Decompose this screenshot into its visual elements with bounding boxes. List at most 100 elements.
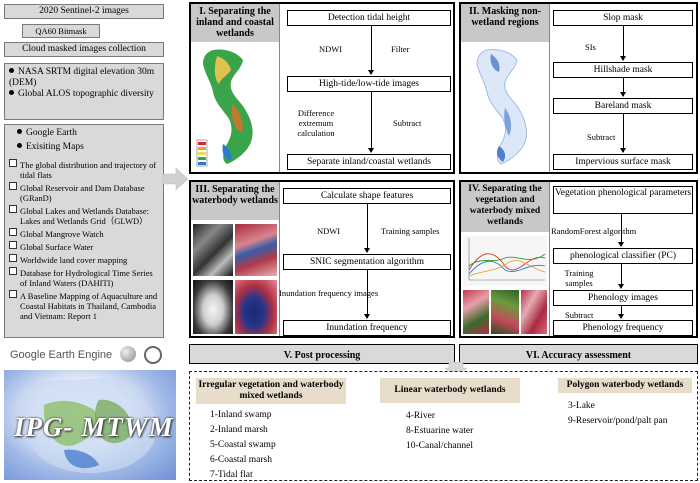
reference-item: The global distribution and trajectory o… bbox=[9, 159, 159, 180]
col2-title: Linear waterbody wetlands bbox=[380, 378, 520, 403]
p3-thumb-red-1 bbox=[235, 224, 277, 276]
reference-data-box: Google Earth Exisiting Maps The global d… bbox=[4, 124, 164, 338]
post-processing-label: V. Post processing bbox=[283, 350, 361, 361]
panel-separating-waterbody: III. Separating the waterbody wetlands C… bbox=[189, 180, 455, 338]
vietnam-dem-map bbox=[196, 49, 253, 167]
p3-step-snic: SNIC segmentation algorithm bbox=[283, 254, 451, 270]
gee-globe-icon bbox=[120, 346, 136, 362]
wetland-class-item: 4-River bbox=[406, 411, 436, 421]
p2-step2-label: Hillshade mask bbox=[593, 65, 653, 75]
p3-arrow-2 bbox=[364, 270, 370, 319]
dem-item-2: Global ALOS topographic diversity bbox=[9, 89, 159, 100]
reference-label: The global distribution and trajectory o… bbox=[20, 160, 157, 180]
p4-train-label: Training samples bbox=[564, 268, 594, 288]
p3-ndwi-label: NDWI bbox=[317, 226, 341, 236]
checkbox-icon bbox=[9, 228, 17, 236]
panel4-title: IV. Separating the vegetation and waterb… bbox=[461, 182, 549, 232]
reference-item: Worldwide land cover mapping bbox=[9, 254, 159, 265]
col1-title: Irregular vegetation and waterbody mixed… bbox=[196, 378, 346, 404]
checkbox-icon bbox=[9, 182, 17, 190]
ipg-mtwm-logo: IPG- MTWM bbox=[4, 370, 176, 480]
p4-thumb-3 bbox=[521, 290, 547, 334]
p4-step4-label: Phenology frequency bbox=[582, 323, 664, 333]
reference-item: Global Mangrove Watch bbox=[9, 228, 159, 239]
ge-label: Google Earth bbox=[26, 128, 77, 138]
panel4-divider bbox=[549, 182, 550, 336]
wetland-class-item: 3-Lake bbox=[568, 401, 595, 411]
panel2-title: II. Masking non-wetland regions bbox=[461, 4, 549, 42]
p2-step4-label: Impervious surface mask bbox=[575, 157, 671, 167]
p3-arrow-1 bbox=[364, 204, 370, 253]
accuracy-bar: VI. Accuracy assessment bbox=[459, 344, 698, 364]
reference-item: Global Reservoir and Dam Database (GRanD… bbox=[9, 182, 159, 203]
checkbox-icon bbox=[9, 205, 17, 213]
p4-thumb-1 bbox=[463, 290, 489, 334]
p4-arrow-3 bbox=[618, 306, 624, 319]
p4-arrow-2 bbox=[618, 264, 624, 289]
wetland-class-item: 6-Coastal marsh bbox=[210, 455, 273, 465]
p1-arrow-1 bbox=[368, 26, 374, 75]
p3-step3-label: Inundation frequency bbox=[326, 323, 408, 333]
p3-step-inundation: Inundation frequency bbox=[283, 320, 451, 336]
wetland-class-item: 7-Tidal flat bbox=[210, 470, 253, 480]
cloud-mask-box: Cloud masked images collection bbox=[4, 42, 164, 57]
panel-separating-inland-coastal: I. Separating the inland and coastal wet… bbox=[189, 2, 455, 174]
dem-label-2: Global ALOS topographic diversity bbox=[18, 89, 154, 99]
logo-text: IPG- MTWM bbox=[14, 412, 174, 442]
bullet-icon bbox=[9, 90, 14, 95]
p2-arrow-2 bbox=[620, 78, 626, 97]
p1-ndwi-label: NDWI bbox=[319, 44, 343, 54]
flow-arrow bbox=[162, 168, 188, 190]
vietnam-mask-map bbox=[476, 49, 527, 165]
logo-map-graphic bbox=[17, 377, 157, 474]
p2-step-bareland: Bareland mask bbox=[553, 98, 693, 114]
panel1-title: I. Separating the inland and coastal wet… bbox=[191, 4, 279, 42]
checkbox-icon bbox=[9, 159, 17, 167]
col3-title: Polygon waterbody wetlands bbox=[558, 378, 692, 393]
reference-label: A Baseline Mapping of Aquaculture and Co… bbox=[20, 291, 158, 321]
bullet-icon bbox=[9, 68, 14, 73]
p1-subtract-label: Subtract bbox=[393, 118, 422, 128]
reference-item: Global Lakes and Wetlands Database: Lake… bbox=[9, 205, 159, 226]
panel-separating-vegetation-waterbody: IV. Separating the vegetation and waterb… bbox=[459, 180, 698, 338]
reference-label: Global Lakes and Wetlands Database: Lake… bbox=[20, 206, 149, 226]
p4-step-phenology-frequency: Phenology frequency bbox=[553, 320, 693, 336]
p3-thumb-grey-1 bbox=[193, 224, 233, 276]
wetland-class-item: 10-Canal/channel bbox=[406, 441, 474, 451]
p3-thumb-red-2 bbox=[235, 280, 277, 334]
phenology-curve-chart bbox=[463, 236, 547, 286]
bullet-icon bbox=[17, 129, 22, 134]
p3-step1-label: Calculate shape features bbox=[320, 191, 414, 201]
p2-step-slope: Slop mask bbox=[553, 10, 693, 26]
p1-step3-label: Separate inland/coastal wetlands bbox=[307, 157, 431, 167]
dem-box: NASA SRTM digital elevation 30m (DEM) Gl… bbox=[4, 63, 164, 120]
p2-step3-label: Bareland mask bbox=[594, 101, 652, 111]
p4-arrow-1 bbox=[618, 214, 624, 247]
bullet-icon bbox=[17, 143, 22, 148]
reference-item: Database for Hydrological Time Series of… bbox=[9, 267, 159, 288]
p4-step2-label: phenological classifier (PC) bbox=[569, 251, 677, 261]
p4-step1-label: Vegetation phenological parameters bbox=[554, 188, 692, 198]
p2-arrow-1 bbox=[620, 26, 626, 61]
qa60-label: QA60 Bitmask bbox=[35, 26, 87, 36]
p3-thumb-grey-2 bbox=[193, 280, 233, 334]
reference-label: Database for Hydrological Time Series of… bbox=[20, 268, 153, 288]
accuracy-label: VI. Accuracy assessment bbox=[525, 350, 632, 361]
p1-step-tidal-height: Detection tidal height bbox=[287, 10, 451, 26]
p4-thumb-2 bbox=[491, 290, 519, 334]
class-col-irregular: Irregular vegetation and waterbody mixed… bbox=[196, 378, 346, 483]
wetland-class-item: 8-Estuarine water bbox=[406, 426, 474, 436]
reference-list: The global distribution and trajectory o… bbox=[9, 159, 159, 321]
p1-arrow-2 bbox=[368, 92, 374, 153]
p1-diff-label: Difference extremum calculation bbox=[297, 108, 335, 138]
dem-label-1: NASA SRTM digital elevation 30m (DEM) bbox=[9, 67, 155, 88]
reference-item: A Baseline Mapping of Aquaculture and Co… bbox=[9, 290, 159, 321]
p4-subtract-label: Subtract bbox=[565, 310, 594, 320]
col2-list: 4-River 8-Estuarine water 10-Canal/channel bbox=[380, 409, 520, 454]
p2-subtract-label: Subtract bbox=[587, 132, 616, 142]
p1-filter-label: Filter bbox=[391, 44, 410, 54]
p3-step2-label: SNIC segmentation algorithm bbox=[310, 257, 424, 267]
p4-step3-label: Phenology images bbox=[588, 293, 658, 303]
class-col-linear: Linear waterbody wetlands 4-River 8-Estua… bbox=[380, 378, 520, 454]
